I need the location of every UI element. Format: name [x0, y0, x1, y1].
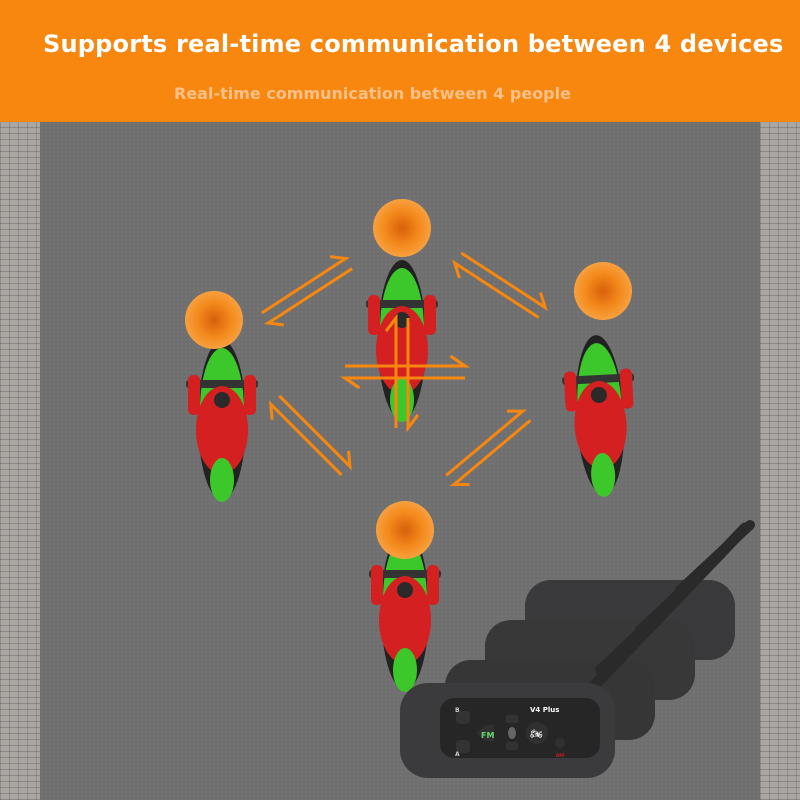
motorcycle-icon: 🏍 [530, 729, 543, 740]
button-b-label: B [455, 707, 460, 714]
model-label: V4 Plus [530, 706, 559, 714]
signal-icon [373, 199, 431, 257]
rider-left [186, 340, 258, 502]
right-sidewalk [760, 122, 800, 800]
button-a-label: A [455, 751, 460, 758]
off-label: OFF [556, 753, 565, 758]
headline: Supports real-time communication between… [43, 30, 784, 58]
signal-arrow-top-right [447, 243, 553, 328]
signal-icon [185, 291, 243, 349]
signal-arrow-left-top [254, 248, 360, 333]
intercom-devices: A B FM 🏍 V4 Plus OFF [400, 520, 755, 778]
signal-arrow-left-bottom [262, 387, 359, 484]
header-banner: Supports real-time communication between… [0, 0, 800, 122]
signal-arrow-right-bottom [438, 401, 539, 494]
fm-button: FM [481, 731, 494, 740]
power-button [555, 738, 565, 748]
left-sidewalk [0, 122, 40, 800]
signal-icon [574, 262, 632, 320]
rider-top [366, 260, 438, 422]
signal-icon [376, 501, 434, 559]
subheadline: Real-time communication between 4 people [174, 84, 571, 103]
rider-right [559, 333, 641, 499]
